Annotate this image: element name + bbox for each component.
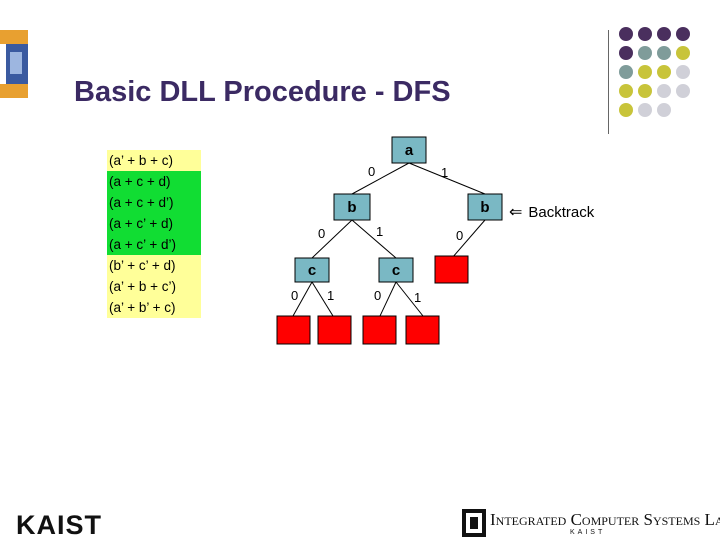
decorative-dot xyxy=(619,27,633,41)
decorative-dot xyxy=(619,65,633,79)
clause-list: (a’ + b + c) (a + c + d) (a + c + d’) (a… xyxy=(107,150,201,318)
decorative-dot xyxy=(657,84,671,98)
clause-item: (a + c + d) xyxy=(107,171,201,192)
backtrack-annotation: ⇐ Backtrack xyxy=(509,202,594,222)
conflict-leaf xyxy=(405,315,440,345)
edge-label: 0 xyxy=(318,226,325,241)
divider-line xyxy=(608,30,609,134)
edge-label: 0 xyxy=(368,164,375,179)
decorative-dot xyxy=(638,103,652,117)
edge-b-c-right xyxy=(351,219,397,259)
decorative-dot xyxy=(619,84,633,98)
lab-logo-icon xyxy=(462,509,486,537)
conflict-leaf xyxy=(317,315,352,345)
edge-b-c-left xyxy=(311,219,353,259)
clause-item: (a + c + d’) xyxy=(107,192,201,213)
clause-item: (a’ + b’ + c) xyxy=(107,297,201,318)
decorative-dot xyxy=(638,46,652,60)
edge-a-b-left xyxy=(351,162,410,195)
conflict-leaf xyxy=(362,315,397,345)
lab-name: Integrated Computer Systems Lab xyxy=(490,510,720,529)
clause-item: (a’ + b + c) xyxy=(107,150,201,171)
clause-item: (a + c’ + d’) xyxy=(107,234,201,255)
node-b-left: b xyxy=(333,193,371,221)
decorative-dot xyxy=(676,84,690,98)
decorative-dot xyxy=(657,46,671,60)
svg-text:c: c xyxy=(392,262,400,279)
edge-label: 1 xyxy=(414,290,421,305)
decorative-dot xyxy=(657,65,671,79)
edge-a-b-right xyxy=(408,162,486,195)
edge-b-right-leaf xyxy=(451,219,486,259)
kaist-logo: KAIST xyxy=(16,510,102,540)
node-b-right: b xyxy=(467,193,503,221)
node-c-left: c xyxy=(294,257,330,283)
edge-label: 0 xyxy=(291,288,298,303)
svg-text:b: b xyxy=(480,199,489,216)
edge-label: 0 xyxy=(374,288,381,303)
corner-logo-icon xyxy=(0,30,28,98)
edge-label: 0 xyxy=(456,228,463,243)
conflict-leaf xyxy=(276,315,311,345)
edge-label: 1 xyxy=(441,165,448,180)
svg-text:c: c xyxy=(308,262,316,279)
edge-c-right-leaf3 xyxy=(379,281,397,317)
edge-c-left-leaf1 xyxy=(292,281,313,317)
decorative-dot xyxy=(676,46,690,60)
decorative-dot xyxy=(676,65,690,79)
decorative-dot-grid xyxy=(619,27,690,117)
clause-item: (a + c’ + d) xyxy=(107,213,201,234)
decorative-dot xyxy=(676,27,690,41)
node-a: a xyxy=(391,136,427,164)
decorative-dot xyxy=(619,46,633,60)
edge-label: 1 xyxy=(327,288,334,303)
edge-c-right-leaf4 xyxy=(395,281,424,317)
clause-item: (b’ + c’ + d) xyxy=(107,255,201,276)
node-c-right: c xyxy=(378,257,414,283)
backtrack-label: Backtrack xyxy=(528,204,595,221)
decorative-dot xyxy=(657,27,671,41)
conflict-leaf xyxy=(434,255,469,284)
svg-text:a: a xyxy=(405,142,414,159)
decorative-dot xyxy=(657,103,671,117)
decorative-dot xyxy=(638,27,652,41)
lab-subtitle: KAIST xyxy=(570,529,606,536)
decorative-dot xyxy=(638,84,652,98)
left-arrow-icon: ⇐ xyxy=(509,204,523,221)
svg-text:b: b xyxy=(347,199,356,216)
edge-c-left-leaf2 xyxy=(311,281,334,317)
tree-edges xyxy=(292,162,486,317)
edge-label: 1 xyxy=(376,224,383,239)
decorative-dot xyxy=(638,65,652,79)
slide-title: Basic DLL Procedure - DFS xyxy=(74,76,451,108)
clause-item: (a’ + b + c’) xyxy=(107,276,201,297)
decorative-dot xyxy=(619,103,633,117)
